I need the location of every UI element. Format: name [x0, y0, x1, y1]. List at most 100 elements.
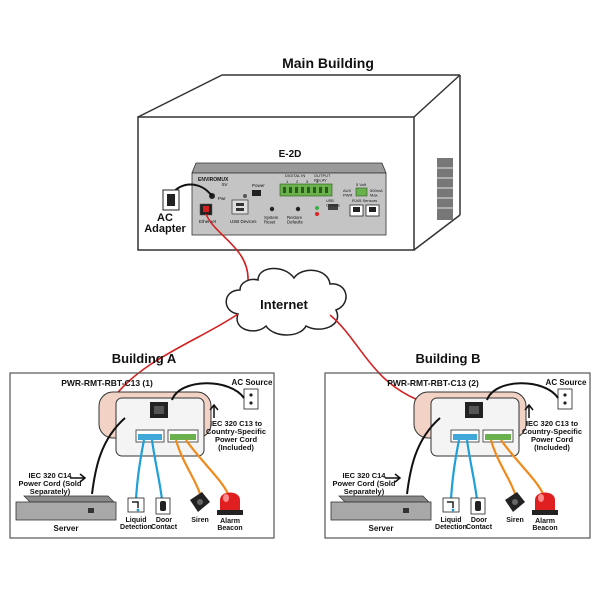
pwr-label: Pwr: [218, 196, 226, 201]
power-label: Power: [252, 183, 265, 188]
port-number: 1: [286, 179, 289, 184]
five-v-label: 5V: [222, 182, 228, 187]
port-number: 4: [316, 179, 319, 184]
building-a-title: Building A: [112, 351, 177, 366]
wire-orange-a1: [174, 439, 202, 495]
ac-source-a-outlet: [243, 388, 259, 410]
rj45-sensors-label: RJ45 Sensors: [352, 198, 377, 203]
usb-devices-port: [231, 199, 249, 215]
system-reset-button: [269, 206, 275, 212]
wire-orange-a2: [185, 439, 230, 495]
usb-slot: [236, 203, 244, 206]
building-a-frame: [9, 372, 275, 539]
wire-blue-b2: [465, 439, 479, 501]
door-contact-sensor-a: [155, 497, 171, 515]
ethernet-plug: [203, 206, 209, 212]
wire-blue-a2: [150, 439, 164, 501]
liquid-detection-sensor-b: [442, 497, 460, 513]
wire-blue-b1: [449, 439, 461, 501]
device-brand: ENVIROMUX: [198, 177, 229, 183]
building-b-frame: [324, 372, 591, 539]
server-b-label: Server: [369, 524, 394, 533]
wire-orange-b2: [500, 439, 545, 495]
rj45-slot: [369, 207, 376, 212]
five-volt-label: 5 Volt: [356, 182, 367, 187]
power-switch: [252, 190, 261, 196]
usb-console-port: [328, 204, 338, 210]
ac-adapter-outlet: [162, 189, 180, 211]
e2d-device: [191, 162, 387, 236]
server-a: [15, 495, 117, 521]
ethernet-cable-to-b: [329, 314, 419, 401]
internet-cloud: [225, 267, 347, 336]
alarm-beacon-icon-a: [217, 492, 243, 515]
wire-orange-b1: [489, 439, 517, 495]
port-number: 2: [296, 179, 299, 184]
rj45-slot: [353, 207, 360, 212]
ac-cord-b: [486, 382, 559, 401]
liquid-detection-sensor-a: [127, 497, 145, 513]
main-building-title: Main Building: [282, 55, 374, 71]
ac-source-b-outlet: [557, 388, 573, 410]
terminal-screws: [283, 187, 328, 193]
power-led: [243, 194, 247, 198]
ethernet-label: Ethernet: [199, 219, 217, 224]
pwr-unit-b-label: PWR-RMT-RBT-C13 (2): [387, 378, 479, 388]
window-grille: [437, 158, 453, 220]
up-arrow-a: [209, 403, 219, 418]
pwr-unit-a-label: PWR-RMT-RBT-C13 (1): [61, 378, 153, 388]
device-title: E-2D: [279, 149, 302, 160]
right-arrow-a: [70, 473, 87, 483]
ethernet-cable-to-a: [111, 313, 239, 401]
status-led-green: [315, 206, 319, 210]
restore-defaults-button: [295, 206, 301, 212]
building-b: Building B PWR-RMT-RBT-C13 (2) AC Source…: [324, 351, 591, 539]
pwr-unit-a: [98, 391, 212, 457]
status-led-red: [315, 212, 319, 216]
sensor-label-a: Siren: [191, 517, 209, 524]
usb-slot: [236, 208, 244, 211]
iec-c14-cord-b: [406, 417, 441, 495]
ac-source-a-label: AC Source: [232, 378, 273, 387]
ac-source-b-label: AC Source: [546, 378, 587, 387]
right-arrow-b: [385, 473, 402, 483]
alarm-beacon-icon-b: [532, 492, 558, 515]
pwr-unit-b: [413, 391, 527, 457]
iec-c14-cord-a: [91, 417, 126, 495]
ac-cord-a: [171, 382, 245, 401]
sensor-label-b: Siren: [506, 517, 524, 524]
up-arrow-b: [524, 403, 534, 418]
terminal-block: [279, 183, 333, 197]
siren-icon-b: [505, 492, 525, 512]
usb-devices-label: USB Devices: [230, 219, 257, 224]
server-b: [330, 495, 432, 521]
server-a-label: Server: [54, 524, 79, 533]
port-number: 3: [306, 179, 309, 184]
building-b-title: Building B: [416, 351, 481, 366]
internet-label: Internet: [260, 297, 308, 312]
aux-terminal: [355, 187, 368, 197]
ethernet-cable-main: [205, 213, 249, 283]
building-a: Building A PWR-RMT-RBT-C13 (1) AC Source…: [9, 351, 275, 539]
wire-blue-a1: [134, 439, 146, 501]
siren-icon-a: [190, 492, 210, 512]
